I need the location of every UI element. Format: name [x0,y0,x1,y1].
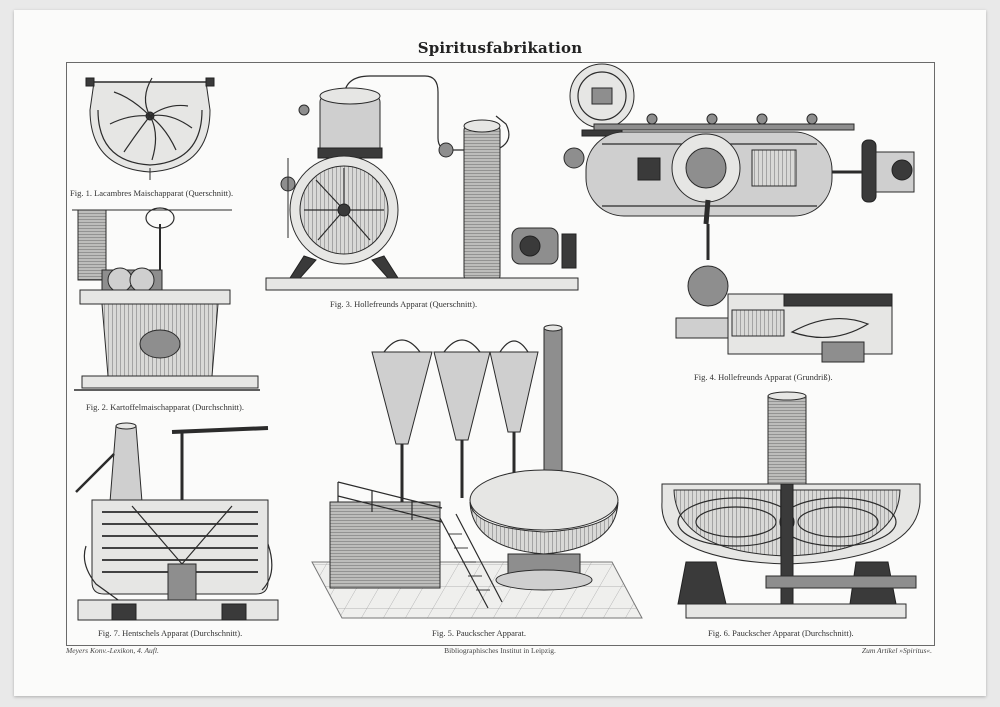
fig3-caption: Fig. 3. Hollefreunds Apparat (Querschnit… [330,299,478,309]
footer-right: Zum Artikel »Spiritus«. [861,646,932,655]
fig3-illustration [265,75,579,291]
fig1-illustration [85,77,215,180]
fig1-caption: Fig. 1. Lacambres Maischapparat (Quersch… [70,188,234,198]
fig4-elevation [563,63,915,225]
fig2-illustration [72,207,260,391]
footer-left: Meyers Konv.-Lexikon, 4. Aufl. [66,646,159,655]
fig4-plan [675,224,893,363]
fig6-illustration [661,391,921,619]
fig7-caption: Fig. 7. Hentschels Apparat (Durchschnitt… [98,628,243,638]
fig6-caption: Fig. 6. Pauckscher Apparat (Durchschnitt… [708,628,854,638]
plate-title: Spiritusfabrikation [417,39,583,57]
fig7-illustration [75,422,279,621]
fig5-illustration [311,324,643,619]
footer-center: Bibliographisches Institut in Leipzig. [444,646,556,655]
fig2-caption: Fig. 2. Kartoffelmaischapparat (Durchsch… [86,402,244,412]
fig5-caption: Fig. 5. Pauckscher Apparat. [432,628,526,638]
fig4-caption: Fig. 4. Hollefreunds Apparat (Grundriß). [694,372,833,382]
plate-frame [66,62,935,646]
